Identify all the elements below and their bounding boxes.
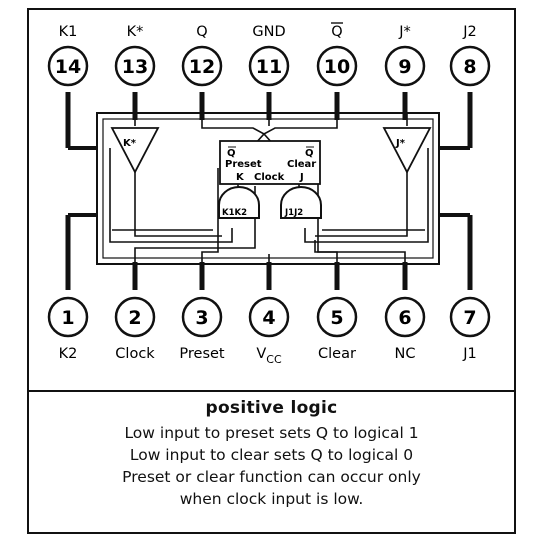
pin-label-13: K*: [127, 24, 144, 40]
logic-line-2: Low input to clear sets Q to logical 0: [129, 446, 414, 464]
pin-label-10: Q: [331, 24, 342, 40]
section-divider: [27, 390, 516, 392]
pin-circle-8: [449, 45, 491, 87]
pin-circle-1: [47, 296, 89, 338]
pin-label-12: Q: [196, 24, 207, 40]
pin-circle-6: [384, 296, 426, 338]
j-gate-label: J1J2: [284, 208, 303, 218]
pin-number-14: 14: [55, 56, 81, 78]
j-buffer-triangle: [382, 127, 432, 174]
pin-circle-12: [181, 45, 223, 87]
ff-preset: Preset: [225, 159, 262, 170]
ff-qbar: Q: [227, 148, 236, 159]
pin-label-9: J*: [398, 24, 411, 40]
pin-number-7: 7: [463, 307, 476, 329]
ff-k: K: [236, 172, 245, 183]
pin-circle-13: [114, 45, 156, 87]
pin-label-5: Clear: [318, 346, 356, 362]
pin-circle-4: [248, 296, 290, 338]
pin-circle-2: [114, 296, 156, 338]
pin-circle-14: [47, 45, 89, 87]
pin-circle-5: [316, 296, 358, 338]
diagram-frame: [27, 8, 516, 534]
logic-line-4: when clock input is low.: [179, 490, 364, 508]
k-buffer-label: K*: [123, 138, 137, 149]
pin-number-4: 4: [262, 307, 275, 329]
pin-label-7: J1: [462, 346, 477, 362]
flip-flop-block: [219, 140, 321, 185]
pin-circle-9: [384, 45, 426, 87]
pin-number-10: 10: [324, 56, 350, 78]
k-buffer-triangle: [110, 127, 160, 174]
top-pins: K1 14 K* 13 Q 12 GND 11 Q 10 J* 9 J2 8: [47, 22, 491, 87]
pin-circle-11: [248, 45, 290, 87]
ff-clear: Clear: [287, 159, 316, 170]
pin-number-11: 11: [256, 56, 282, 78]
internal-wiring: [109, 112, 429, 262]
j-and-gate: [280, 186, 322, 219]
pin-number-8: 8: [463, 56, 476, 78]
bottom-leads: [65, 215, 473, 290]
pin-number-9: 9: [398, 56, 411, 78]
ff-j: J: [299, 172, 304, 183]
logic-line-3: Preset or clear function can occur only: [122, 468, 421, 486]
pin-label-4: VCC: [256, 346, 282, 366]
pin-label-11: GND: [252, 24, 285, 40]
j-buffer-label: J*: [395, 138, 406, 149]
pin-circle-3: [181, 296, 223, 338]
logic-title: positive logic: [205, 398, 338, 418]
ff-clock: Clock: [254, 172, 285, 183]
pin-label-3: Preset: [179, 346, 225, 362]
pin-label-sub: CC: [266, 353, 282, 366]
k-and-gate: [218, 186, 260, 219]
pin-number-3: 3: [195, 307, 208, 329]
pin-number-5: 5: [330, 307, 343, 329]
logic-line-1: Low input to preset sets Q to logical 1: [124, 424, 419, 442]
pin-label-6: NC: [395, 346, 416, 362]
pin-number-12: 12: [189, 56, 215, 78]
pin-number-6: 6: [398, 307, 411, 329]
pin-circle-10: [316, 45, 358, 87]
pin-label-1: K2: [59, 346, 78, 362]
pin-number-2: 2: [128, 307, 141, 329]
pin-label-2: Clock: [115, 346, 155, 362]
ff-q: Q: [305, 148, 314, 159]
pin-circle-7: [449, 296, 491, 338]
pin-label-14: K1: [59, 24, 78, 40]
pin-number-13: 13: [122, 56, 148, 78]
k-gate-label: K1K2: [222, 208, 247, 218]
pin-number-1: 1: [61, 307, 74, 329]
pin-label-8: J2: [462, 24, 477, 40]
positive-logic-box: positive logic Low input to preset sets …: [29, 393, 514, 532]
